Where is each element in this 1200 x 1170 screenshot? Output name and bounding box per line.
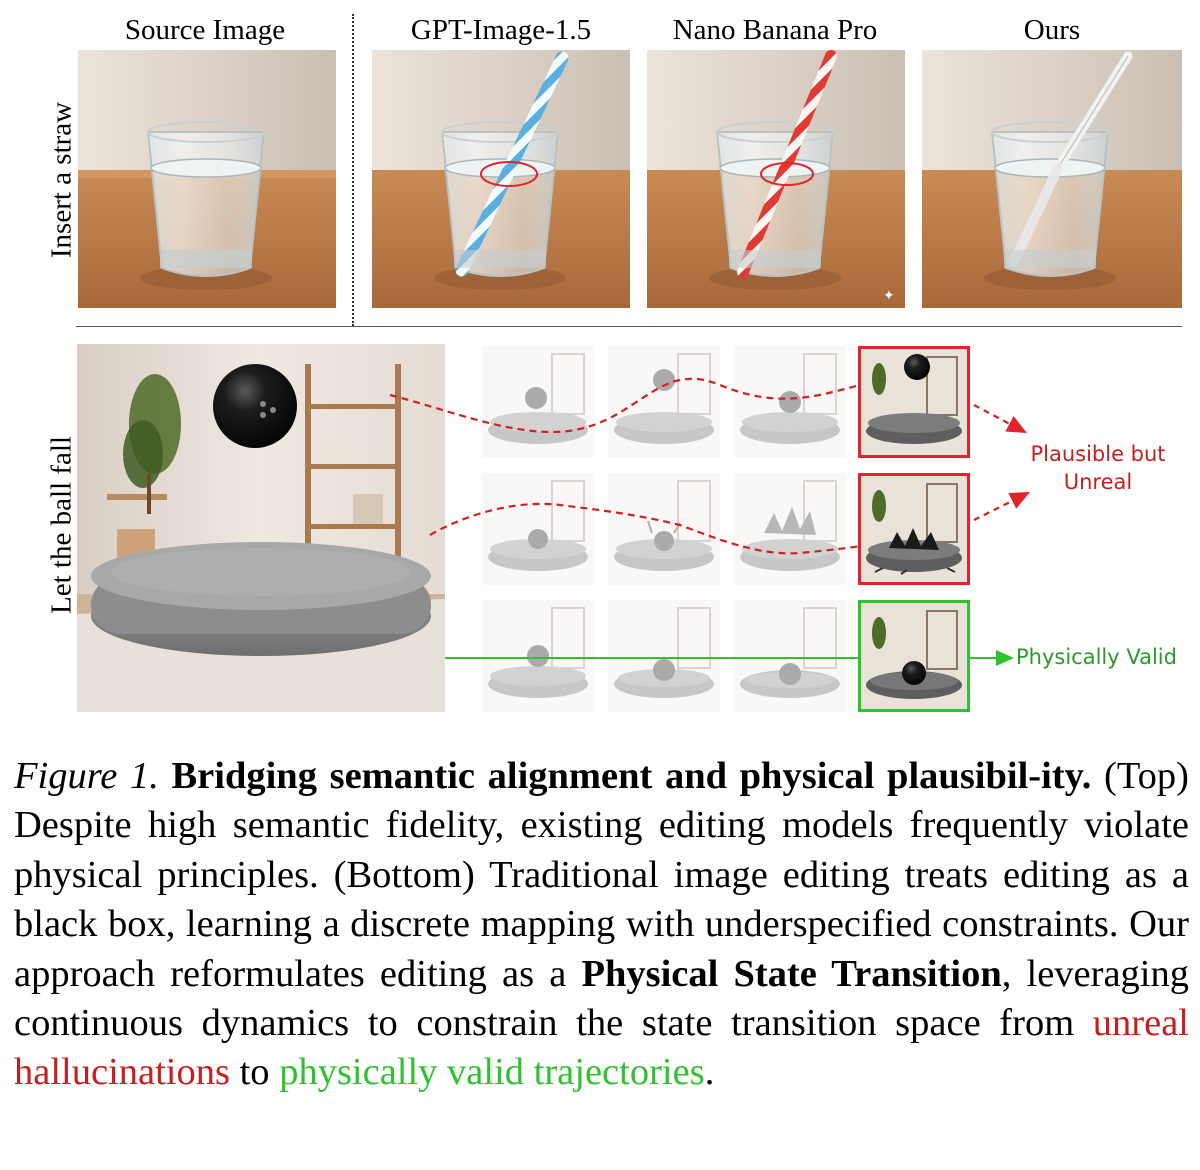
label-physically-valid: Physically Valid [1016,645,1177,669]
thumb-r1-c2 [608,346,720,458]
thumb-r1-c3 [734,346,846,458]
thumb-r3-c4-valid [858,600,970,712]
column-header-gpt: GPT-Image-1.5 [410,14,592,46]
label-plausible-unreal: Plausible but Unreal [1018,440,1178,496]
trajectory-line-top [389,377,861,434]
caption-red-text: unreal hallucinations [14,1002,1189,1094]
column-header-nano: Nano Banana Pro [672,14,878,46]
caption-text-1: (Top) Despite high semantic fidelity, ex… [14,755,1189,995]
svg-text:✦: ✦ [883,288,895,304]
thumb-r1-c4-unreal [858,346,970,458]
label-plausible-line1: Plausible but [1030,442,1166,466]
caption-bold-term: Physical State Transition [581,952,1002,995]
thumb-r2-c1 [482,473,594,585]
image-source-ball [77,344,445,712]
image-source-glass [78,50,336,308]
trajectory-line-middle [429,502,861,555]
thumb-r3-c1 [482,600,594,712]
caption-green-text: physically valid trajectories [279,1051,705,1094]
caption-text-4: . [704,1051,715,1094]
label-plausible-line2: Unreal [1063,470,1133,494]
caption-figure-label: Figure 1. [14,755,159,797]
trajectory-overlay [389,377,1030,666]
vertical-dotted-separator [352,14,354,326]
thumb-r3-c2 [608,600,720,712]
thumb-r2-c4-unreal [858,473,970,585]
caption-text-2: , leveraging continuous dynamics to cons… [14,952,1189,1045]
image-ours-glass [922,50,1182,308]
trajectory-arrow-middle [973,492,1030,521]
caption-text-3: to [229,1051,280,1094]
thumb-r2-c2 [608,473,720,585]
trajectory-arrow-top [973,404,1027,434]
image-gpt-glass [372,50,630,308]
thumb-r3-c3 [734,600,846,712]
image-nano-glass: ✦ [647,50,905,308]
column-header-ours: Ours [1023,14,1081,46]
thumb-r2-c3 [734,473,846,585]
thumb-r1-c1 [482,346,594,458]
column-header-source: Source Image [124,14,286,46]
horizontal-separator [76,326,1182,327]
caption-title: Bridging semantic alignment and physical… [171,755,1092,797]
figure-caption: Figure 1. Bridging semantic alignment an… [14,752,1189,1098]
